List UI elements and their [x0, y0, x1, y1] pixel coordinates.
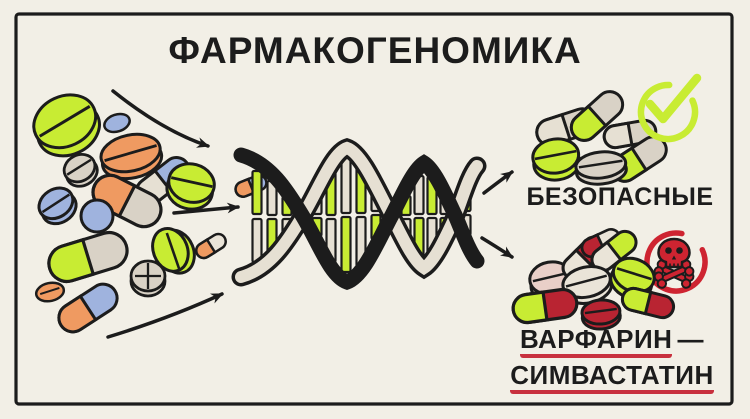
pill-tablet-red	[580, 298, 622, 331]
pill-tablet-gray	[574, 150, 628, 186]
drug-name-warfarin: ВАРФАРИН	[520, 325, 673, 358]
pill-oval-blue	[103, 112, 131, 134]
dna-strand-black	[233, 147, 485, 290]
pill-tablet-lime	[531, 137, 582, 182]
pill-tablet-orange	[99, 132, 164, 181]
pill-tablet-lime	[32, 93, 101, 158]
capsule-lime-gray	[47, 231, 129, 283]
check-circle-icon	[637, 73, 702, 143]
pill-round-blue	[79, 198, 115, 234]
crossbones	[653, 259, 695, 289]
safe-group-label: БЕЗОПАСНЫЕ	[526, 183, 714, 211]
dna-helix-icon	[231, 137, 487, 290]
arrow-to-dangerous	[480, 236, 514, 259]
drug-name-simvastatin: СИМВАСТАТИН	[510, 361, 714, 394]
capsule-lime-red	[511, 287, 579, 325]
arrow-to-safe	[482, 170, 514, 195]
drug-interaction-label: ВАРФАРИН— СИМВАСТАТИН	[498, 322, 726, 394]
capsule-orange-white	[195, 232, 227, 260]
pill-tablet-gray	[129, 259, 167, 298]
arrow-icon	[106, 292, 224, 339]
frame-border	[14, 12, 734, 406]
pill-tablet-lime	[165, 162, 216, 211]
pill-tablet-gray	[62, 152, 99, 188]
arrow-icon	[111, 89, 210, 148]
page-title: ФАРМАКОГЕНОМИКА	[168, 30, 582, 71]
pill-oval-orange	[34, 281, 66, 303]
capsule-orange-blue-small	[234, 174, 268, 198]
pill-cluster-left	[32, 93, 268, 334]
arrow-icon	[172, 202, 240, 215]
pill-tablet-lime	[151, 227, 196, 275]
dangerous-pills-pile	[511, 228, 675, 331]
interaction-dash: —	[677, 324, 704, 354]
skull-crossbones-icon	[644, 230, 708, 294]
capsule-lime-gray	[569, 90, 625, 142]
capsule-lime-red	[621, 286, 675, 320]
capsule-orange-blue	[57, 282, 119, 334]
pill-tablet-blue	[37, 186, 78, 226]
